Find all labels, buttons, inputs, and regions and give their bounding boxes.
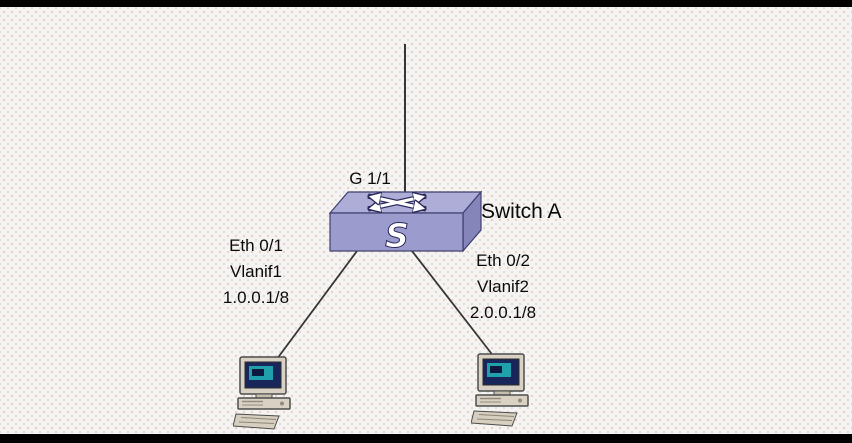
- switch-name-label: Switch A: [481, 200, 562, 223]
- switch-top-arrows-icon: [368, 196, 426, 209]
- lan-switch-icon: S: [328, 190, 483, 256]
- left-vlanif-name: Vlanif1: [230, 262, 282, 281]
- left-ip-address: 1.0.0.1/8: [222, 288, 290, 307]
- pc-icon: [471, 353, 529, 427]
- link-right-host: [411, 250, 499, 363]
- uplink-port-label: G 1/1: [349, 169, 391, 188]
- right-ip-address: 2.0.0.1/8: [469, 303, 537, 322]
- pc-icon: [233, 356, 291, 430]
- bottom-border: [0, 434, 852, 443]
- switch-s-glyph: S: [385, 216, 409, 255]
- right-port-name: Eth 0/2: [476, 251, 530, 270]
- top-border: [0, 0, 852, 7]
- switch-front-face: [329, 212, 464, 252]
- right-port-label: Eth 0/2 Vlanif2 2.0.0.1/8: [438, 248, 568, 326]
- link-left-host: [270, 250, 358, 368]
- left-port-name: Eth 0/1: [229, 236, 283, 255]
- right-vlanif-name: Vlanif2: [477, 277, 529, 296]
- left-port-label: Eth 0/1 Vlanif1 1.0.0.1/8: [191, 233, 321, 311]
